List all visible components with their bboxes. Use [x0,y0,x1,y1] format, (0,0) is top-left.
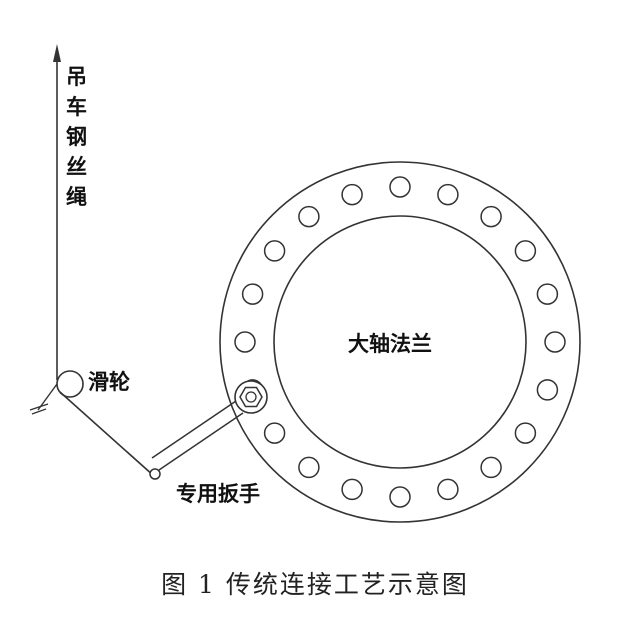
bolt-hole [298,205,320,228]
bolt-hole [341,183,363,206]
bolt-hole [263,422,286,444]
crane-rope-label: 吊 车 钢 丝 绳 [66,62,87,212]
bolt-core [245,391,257,403]
rope-arrow-head [53,44,61,62]
pulley-label: 滑轮 [88,370,130,394]
rope-char: 丝 [66,155,87,179]
bolt-hole [241,283,264,305]
bolt-hole [536,379,559,401]
wrench-end-hole [149,468,161,480]
bolt-hole [480,456,502,479]
flange-label: 大轴法兰 [348,332,432,356]
bolt-hole [514,240,537,262]
rope-char: 吊 [66,65,87,89]
bolt-hole [514,422,537,444]
bolt-hole [536,283,559,305]
bolt-hole [480,205,502,228]
rope-char: 绳 [66,185,87,209]
flange-inner-bore [273,215,527,469]
rope-char: 钢 [66,125,87,149]
rope-to-wrench-line [59,391,155,477]
bolt-hole [389,486,411,508]
bolt-hole [437,183,459,206]
figure-caption: 图 1 传统连接工艺示意图 [161,570,469,599]
wrench-label: 专用扳手 [176,482,260,506]
rope-cut-mark [29,403,49,411]
bolt-hole [389,176,411,198]
rope-char: 车 [66,95,87,119]
bolt-hole [234,331,256,353]
bolt-nut [239,386,263,408]
bolt-hole [263,240,286,262]
special-wrench [149,380,268,480]
bolt-hole [341,478,363,501]
bolt-hole [298,456,320,479]
rope-cut-mark-2 [31,408,47,415]
bolt-hole [544,331,566,353]
bolt-hole [437,478,459,501]
bolt-hole-group [234,176,566,508]
flange-outer-ring [219,161,581,523]
